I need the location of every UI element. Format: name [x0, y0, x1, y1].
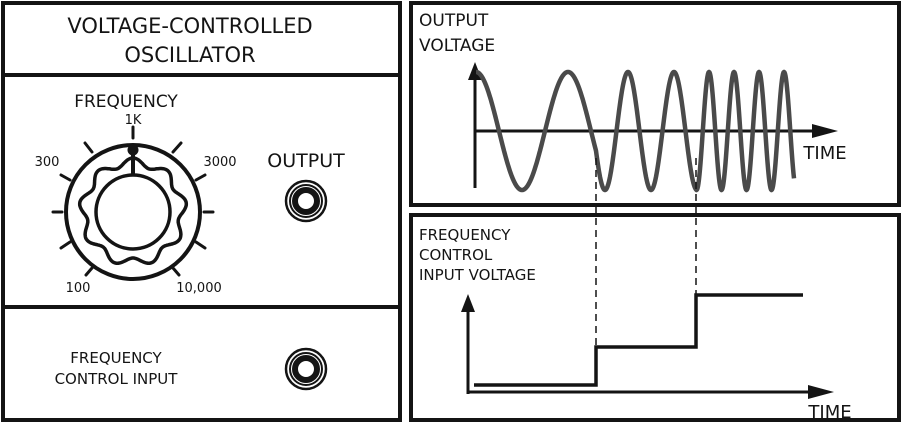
knob-pointer-dot	[127, 144, 139, 156]
dial-tick-3000-a	[171, 141, 183, 154]
output-plot-xlabel: TIME	[802, 143, 846, 164]
dial-mark-10000: 10,000	[176, 281, 222, 296]
module-title-line1: VOLTAGE-CONTROLLED	[67, 14, 312, 38]
output-voltage-panel: OUTPUT VOLTAGE TIME	[409, 1, 901, 207]
vco-module-panel: VOLTAGE-CONTROLLED OSCILLATOR FREQUENCY …	[1, 1, 402, 422]
control-plot-x-arrow	[808, 385, 834, 399]
dial-mark-3000: 3000	[203, 155, 236, 170]
knob-inner-circle[interactable]	[94, 173, 172, 251]
dial-tick-lower-left	[59, 240, 72, 250]
output-plot-ylabel-line2: VOLTAGE	[419, 36, 495, 56]
control-input-jack-socket[interactable]	[292, 355, 320, 383]
control-input-label-line2: CONTROL INPUT	[55, 370, 179, 388]
dial-tick-300-a	[83, 141, 94, 154]
dial-tick-lower-right	[194, 240, 207, 250]
dial-mark-300: 300	[35, 155, 60, 170]
output-jack[interactable]	[284, 179, 328, 223]
control-voltage-step-line	[474, 293, 803, 387]
control-plot-y-arrow	[461, 294, 475, 312]
control-plot-ylabel-line2: CONTROL	[419, 246, 493, 264]
output-plot-ylabel-line1: OUTPUT	[419, 11, 489, 31]
module-title-line2: OSCILLATOR	[124, 43, 255, 67]
output-plot-frame	[409, 1, 901, 207]
control-plot-ylabel-line3: INPUT VOLTAGE	[419, 266, 536, 284]
output-waveform	[474, 69, 797, 193]
frequency-knob[interactable]	[64, 143, 202, 281]
dial-tick-100	[84, 266, 94, 277]
control-plot-xlabel: TIME	[807, 402, 851, 423]
module-frame	[1, 1, 402, 422]
dial-tick-300-b	[59, 173, 72, 182]
control-input-label-line1: FREQUENCY	[70, 349, 162, 367]
output-jack-socket[interactable]	[292, 187, 320, 215]
control-voltage-panel: FREQUENCY CONTROL INPUT VOLTAGE TIME	[409, 213, 901, 423]
control-input-jack[interactable]	[284, 347, 328, 391]
dial-scale	[51, 125, 215, 277]
control-plot-ylabel-line1: FREQUENCY	[419, 226, 511, 244]
dial-tick-3000-b	[194, 173, 207, 182]
dial-tick-10000	[171, 266, 181, 277]
dial-mark-1k: 1K	[125, 113, 142, 128]
control-plot-frame	[409, 213, 901, 422]
frequency-knob-label: FREQUENCY	[74, 92, 178, 112]
output-jack-label: OUTPUT	[267, 150, 345, 172]
output-plot-x-arrow	[812, 124, 838, 138]
dial-mark-100: 100	[66, 281, 91, 296]
